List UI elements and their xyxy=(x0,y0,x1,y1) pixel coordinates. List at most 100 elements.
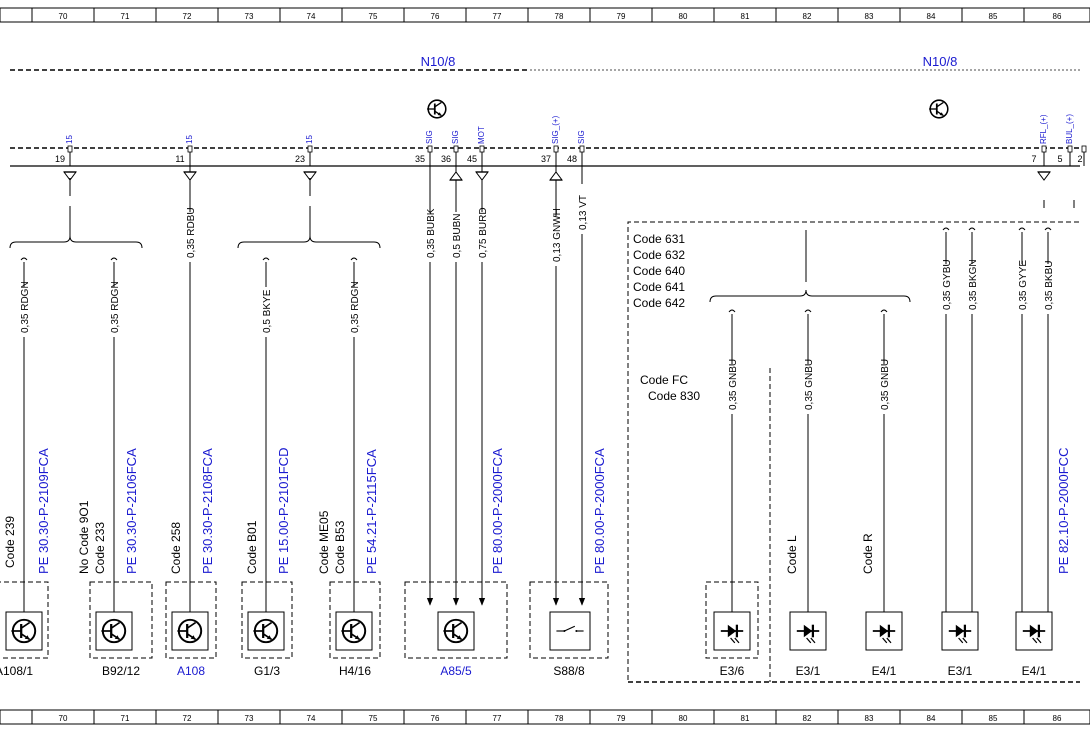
wire-label: 0,35 BUBK xyxy=(426,208,437,258)
pin-signal: SIG xyxy=(577,130,586,144)
page-ref: PE 30.30-P-2109FCA xyxy=(36,448,51,574)
wire-label: 0,13 GNWH xyxy=(552,208,563,262)
wire-break xyxy=(968,227,976,231)
pin-number: 35 xyxy=(415,154,425,164)
wire-break xyxy=(262,257,270,261)
wire-label-bg xyxy=(476,212,488,262)
code-label: Code 632 xyxy=(633,248,685,262)
connector-arrow xyxy=(1037,171,1051,181)
pin-socket xyxy=(427,145,433,153)
page-ref: PE 80.00-P-2000FCA xyxy=(592,448,607,574)
pin-signal: MOT xyxy=(477,126,486,144)
component-box xyxy=(0,581,49,659)
module-label: N10/8 xyxy=(421,54,456,69)
ruler-cell-label: 76 xyxy=(431,714,440,723)
component: E3/6 xyxy=(705,581,759,678)
wire-break xyxy=(728,309,736,313)
wire-break xyxy=(1044,227,1052,231)
code-label: Code 239 xyxy=(3,516,17,568)
component-label: H4/16 xyxy=(339,664,371,678)
component: A85/5 xyxy=(404,581,508,678)
component-box xyxy=(89,581,153,659)
page-ref: PE 82.10-P-2000FCC xyxy=(1056,448,1071,574)
component-box xyxy=(241,581,293,659)
ruler-cell-label: 78 xyxy=(555,12,564,21)
pin-socket xyxy=(1067,145,1073,153)
module-symbol-right xyxy=(928,99,949,119)
wire-label: 0,13 VT xyxy=(578,195,589,230)
component: A108 xyxy=(165,581,217,678)
wire-label: 0,35 GNBU xyxy=(728,359,739,410)
wire-label: 0,35 RDGN xyxy=(350,281,361,333)
pin-socket xyxy=(453,145,459,153)
pin-socket xyxy=(187,145,193,153)
code-label: Code 258 xyxy=(169,522,183,574)
pin-socket xyxy=(479,145,485,153)
wire-break xyxy=(110,257,118,261)
component-label: E4/1 xyxy=(872,664,897,678)
code-label: Code 641 xyxy=(633,280,685,294)
component-symbol-box xyxy=(335,611,373,651)
code-label: Code L xyxy=(785,535,799,574)
ruler-cell-label: 73 xyxy=(245,12,254,21)
ruler-cell-label: 75 xyxy=(369,714,378,723)
ruler-cell-label: 84 xyxy=(927,12,936,21)
connector-arrow xyxy=(475,171,489,181)
component-label: E3/1 xyxy=(948,664,973,678)
component-label: B92/12 xyxy=(102,664,140,678)
ruler-cell-label: 82 xyxy=(803,714,812,723)
pin-number: 36 xyxy=(441,154,451,164)
page-ref: PE 15.00-P-2101FCD xyxy=(276,448,291,574)
pin-signal: 15 xyxy=(305,135,314,144)
wire-label: 0,35 RDBU xyxy=(186,207,197,258)
ruler-cell-label: 71 xyxy=(121,714,130,723)
wire-label-bg xyxy=(726,364,738,414)
components: A108/1B92/12A108G1/3H4/16A85/5S88/8E3/6E… xyxy=(0,581,1053,678)
ruler-cell-label: 86 xyxy=(1053,12,1062,21)
ruler-cell-label: 71 xyxy=(121,12,130,21)
ruler-cell-label: 83 xyxy=(865,714,874,723)
pin-socket xyxy=(307,145,313,153)
component-box xyxy=(404,581,508,659)
wire-break xyxy=(880,309,888,313)
pin-number: 48 xyxy=(567,154,577,164)
ruler-cell-label: 85 xyxy=(989,714,998,723)
ruler-cell-label: 82 xyxy=(803,12,812,21)
component: A108/1 xyxy=(0,581,49,678)
pin-signal: SIG xyxy=(425,130,434,144)
page-ref: PE 30.30-P-2106FCA xyxy=(124,448,139,574)
component-box xyxy=(529,581,609,659)
ruler-cell-label: 81 xyxy=(741,12,750,21)
connector-arrow xyxy=(449,171,463,181)
wire-label-bg xyxy=(802,364,814,414)
ruler-cell-label: 70 xyxy=(59,12,68,21)
ruler-cell-label: 80 xyxy=(679,714,688,723)
ruler-cell-label: 74 xyxy=(307,714,316,723)
code-label: Code R xyxy=(861,533,875,574)
code-label: Code 642 xyxy=(633,296,685,310)
component-symbol-box xyxy=(171,611,209,651)
pin-number: 7 xyxy=(1031,154,1036,164)
ruler-cell-label: 72 xyxy=(183,12,192,21)
code-label: Code 233 xyxy=(93,522,107,574)
wire-label-bg xyxy=(18,287,30,337)
pin-signal: RFL_(+) xyxy=(1039,114,1048,144)
pin-signal: 15 xyxy=(185,135,194,144)
wire-label: 0,35 GNBU xyxy=(880,359,891,410)
code-label: Code 640 xyxy=(633,264,685,278)
pin-signal: BUL_(+) xyxy=(1065,114,1074,144)
component-symbol-box xyxy=(549,611,591,651)
wire-break xyxy=(804,309,812,313)
wire-break xyxy=(1018,227,1026,231)
component: H4/16 xyxy=(329,581,381,678)
ruler-cell-label: 73 xyxy=(245,714,254,723)
pin-signal: 15 xyxy=(65,135,74,144)
wire-label-bg xyxy=(966,264,978,314)
module-n10-8-left: N10/8 xyxy=(10,54,530,71)
code-label: No Code 9O1 xyxy=(77,500,91,574)
pin-number: 11 xyxy=(175,154,184,164)
pin-number: 45 xyxy=(467,154,477,164)
connector-arrow xyxy=(549,171,563,181)
